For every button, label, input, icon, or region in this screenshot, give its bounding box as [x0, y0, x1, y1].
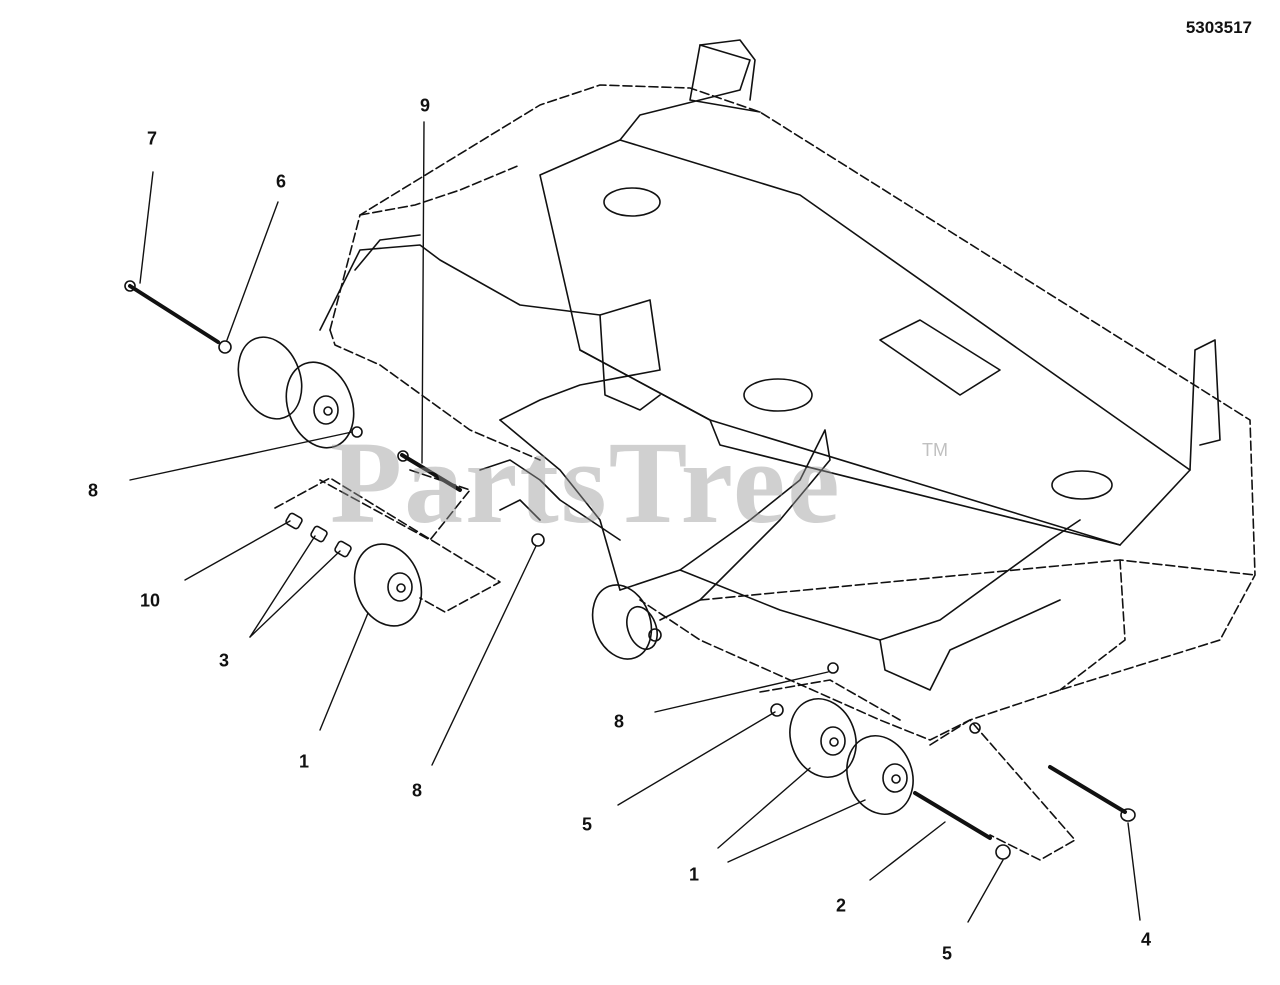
deck-cutout	[879, 319, 1001, 396]
callout-8-right[interactable]: 8	[613, 711, 625, 732]
callout-8-center[interactable]: 8	[411, 780, 423, 801]
right-front-roller-group	[759, 662, 1136, 861]
left-front-roller-group	[274, 450, 545, 627]
callout-4[interactable]: 4	[1140, 929, 1152, 950]
left-rear-roller-group	[124, 280, 363, 449]
callout-3[interactable]: 3	[218, 650, 230, 671]
callout-10[interactable]: 10	[139, 590, 161, 611]
diagram-part-number: 5303517	[1185, 18, 1252, 37]
callout-5-upper[interactable]: 5	[581, 814, 593, 835]
callout-1-left[interactable]: 1	[298, 751, 310, 772]
trademark-symbol: TM	[922, 440, 948, 460]
leader-lines	[129, 121, 1141, 923]
deck-top-plate	[539, 39, 1221, 546]
callout-8-left[interactable]: 8	[87, 480, 99, 501]
partstree-watermark: PartsTree	[330, 417, 842, 548]
callout-6[interactable]: 6	[275, 171, 287, 192]
callout-2[interactable]: 2	[835, 895, 847, 916]
center-roller	[591, 584, 662, 660]
callout-5-lower[interactable]: 5	[941, 943, 953, 964]
callout-9[interactable]: 9	[419, 95, 431, 116]
callout-1-right[interactable]: 1	[688, 864, 700, 885]
deck-shell	[329, 84, 1256, 741]
deck-frame-arm	[319, 234, 1081, 691]
callout-7[interactable]: 7	[146, 128, 158, 149]
